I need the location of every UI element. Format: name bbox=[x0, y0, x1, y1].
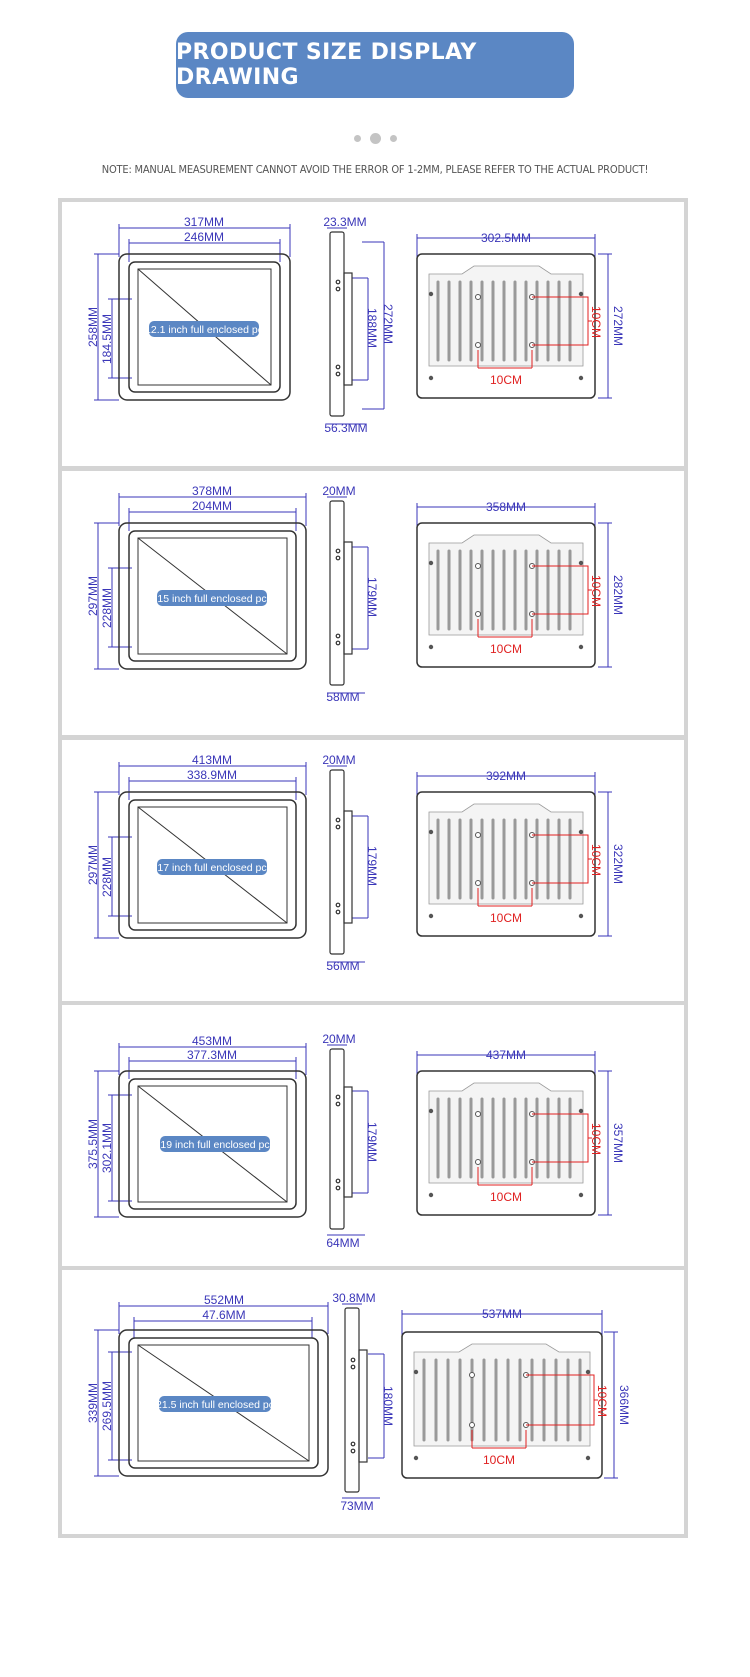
dim-back-height: 282MM bbox=[611, 575, 625, 615]
dim-outer-height: 258MM bbox=[86, 307, 100, 347]
dim-side-height: 180MM bbox=[381, 1386, 395, 1426]
dim-back-width: 392MM bbox=[486, 769, 526, 783]
dim-side-bottom: 73MM bbox=[340, 1499, 373, 1513]
dim-inner-height: 228MM bbox=[100, 588, 114, 628]
dim-inner-height: 302.1MM bbox=[100, 1123, 114, 1173]
product-panel-4: 19 inch full enclosed pc 453MM 377.3MM 3… bbox=[58, 1001, 688, 1273]
drawing-4: 19 inch full enclosed pc 453MM 377.3MM 3… bbox=[86, 1032, 625, 1250]
page-title: PRODUCT SIZE DISPLAY DRAWING bbox=[176, 32, 574, 98]
dim-side-bottom: 56.3MM bbox=[324, 421, 367, 435]
product-panel-1: 12.1 inch full enclosed pc 317MM 246MM 2… bbox=[58, 198, 688, 470]
dim-inner-width: 47.6MM bbox=[202, 1308, 245, 1322]
dim-back-height: 322MM bbox=[611, 844, 625, 884]
product-panel-2: 15 inch full enclosed pc 378MM 204MM 297… bbox=[58, 467, 688, 739]
dim-side-bottom: 56MM bbox=[326, 959, 359, 973]
dim-back-width: 537MM bbox=[482, 1307, 522, 1321]
carousel-dots bbox=[0, 133, 750, 144]
dim-back-width: 302.5MM bbox=[481, 231, 531, 245]
dim-back-height: 357MM bbox=[611, 1123, 625, 1163]
dim-outer-height: 297MM bbox=[86, 845, 100, 885]
vesa-horizontal: 10CM bbox=[490, 1190, 522, 1204]
dim-side-bottom: 64MM bbox=[326, 1236, 359, 1250]
dim-outer-width: 413MM bbox=[192, 753, 232, 767]
dim-inner-width: 338.9MM bbox=[187, 768, 237, 782]
title-wrap: PRODUCT SIZE DISPLAY DRAWING bbox=[0, 32, 750, 98]
dim-outer-width: 552MM bbox=[204, 1293, 244, 1307]
vesa-vertical: 10CM bbox=[589, 844, 603, 876]
dim-inner-width: 377.3MM bbox=[187, 1048, 237, 1062]
carousel-dot-active[interactable] bbox=[369, 133, 381, 144]
vesa-horizontal: 10CM bbox=[490, 373, 522, 387]
model-label: 12.1 inch full enclosed pc bbox=[145, 324, 263, 336]
dim-side-bottom: 58MM bbox=[326, 690, 359, 704]
dim-inner-height: 184.5MM bbox=[100, 314, 114, 364]
dim-outer-height: 375.5MM bbox=[86, 1119, 100, 1169]
dim-inner-height: 228MM bbox=[100, 857, 114, 897]
dim-side-height: 179MM bbox=[365, 846, 379, 886]
dim-side-total-height: 272MM bbox=[381, 304, 395, 344]
dim-inner-width: 204MM bbox=[192, 499, 232, 513]
dim-outer-width: 453MM bbox=[192, 1034, 232, 1048]
dim-side-height: 188MM bbox=[365, 308, 379, 348]
product-panel-3: 17 inch full enclosed pc 413MM 338.9MM 2… bbox=[58, 736, 688, 1008]
carousel-dot[interactable] bbox=[389, 135, 397, 142]
drawing-1: 12.1 inch full enclosed pc 317MM 246MM 2… bbox=[86, 215, 625, 435]
carousel-dot[interactable] bbox=[353, 135, 361, 142]
vesa-vertical: 10CM bbox=[595, 1385, 609, 1417]
dim-inner-width: 246MM bbox=[184, 230, 224, 244]
dim-outer-height: 339MM bbox=[86, 1383, 100, 1423]
dim-back-width: 358MM bbox=[486, 500, 526, 514]
dim-side-height: 179MM bbox=[365, 1122, 379, 1162]
vesa-horizontal: 10CM bbox=[490, 642, 522, 656]
dim-back-height: 272MM bbox=[611, 306, 625, 346]
dim-outer-height: 297MM bbox=[86, 576, 100, 616]
vesa-horizontal: 10CM bbox=[483, 1453, 515, 1467]
model-label: 17 inch full enclosed pc bbox=[157, 862, 266, 874]
dim-outer-width: 378MM bbox=[192, 484, 232, 498]
dim-side-height: 179MM bbox=[365, 577, 379, 617]
dim-back-height: 366MM bbox=[617, 1385, 631, 1425]
vesa-horizontal: 10CM bbox=[490, 911, 522, 925]
vesa-vertical: 10CM bbox=[589, 1123, 603, 1155]
vesa-vertical: 10CM bbox=[589, 575, 603, 607]
dim-back-width: 437MM bbox=[486, 1048, 526, 1062]
dim-side-top: 20MM bbox=[322, 1032, 355, 1046]
product-panel-5: 21.5 inch full enclosed pc 552MM 47.6MM … bbox=[58, 1266, 688, 1538]
vesa-vertical: 10CM bbox=[589, 306, 603, 338]
drawing-5: 21.5 inch full enclosed pc 552MM 47.6MM … bbox=[86, 1291, 631, 1513]
dim-side-top: 30.8MM bbox=[332, 1291, 375, 1305]
drawing-3: 17 inch full enclosed pc 413MM 338.9MM 2… bbox=[86, 753, 625, 973]
dim-side-top: 20MM bbox=[322, 484, 355, 498]
drawing-2: 15 inch full enclosed pc 378MM 204MM 297… bbox=[86, 484, 625, 704]
model-label: 19 inch full enclosed pc bbox=[160, 1139, 269, 1151]
dim-inner-height: 269.5MM bbox=[100, 1381, 114, 1431]
measurement-note: NOTE: MANUAL MEASUREMENT CANNOT AVOID TH… bbox=[101, 163, 649, 176]
model-label: 21.5 inch full enclosed pc bbox=[156, 1399, 274, 1411]
dim-outer-width: 317MM bbox=[184, 215, 224, 229]
model-label: 15 inch full enclosed pc bbox=[157, 593, 266, 605]
dim-side-top: 20MM bbox=[322, 753, 355, 767]
dim-side-top: 23.3MM bbox=[323, 215, 366, 229]
